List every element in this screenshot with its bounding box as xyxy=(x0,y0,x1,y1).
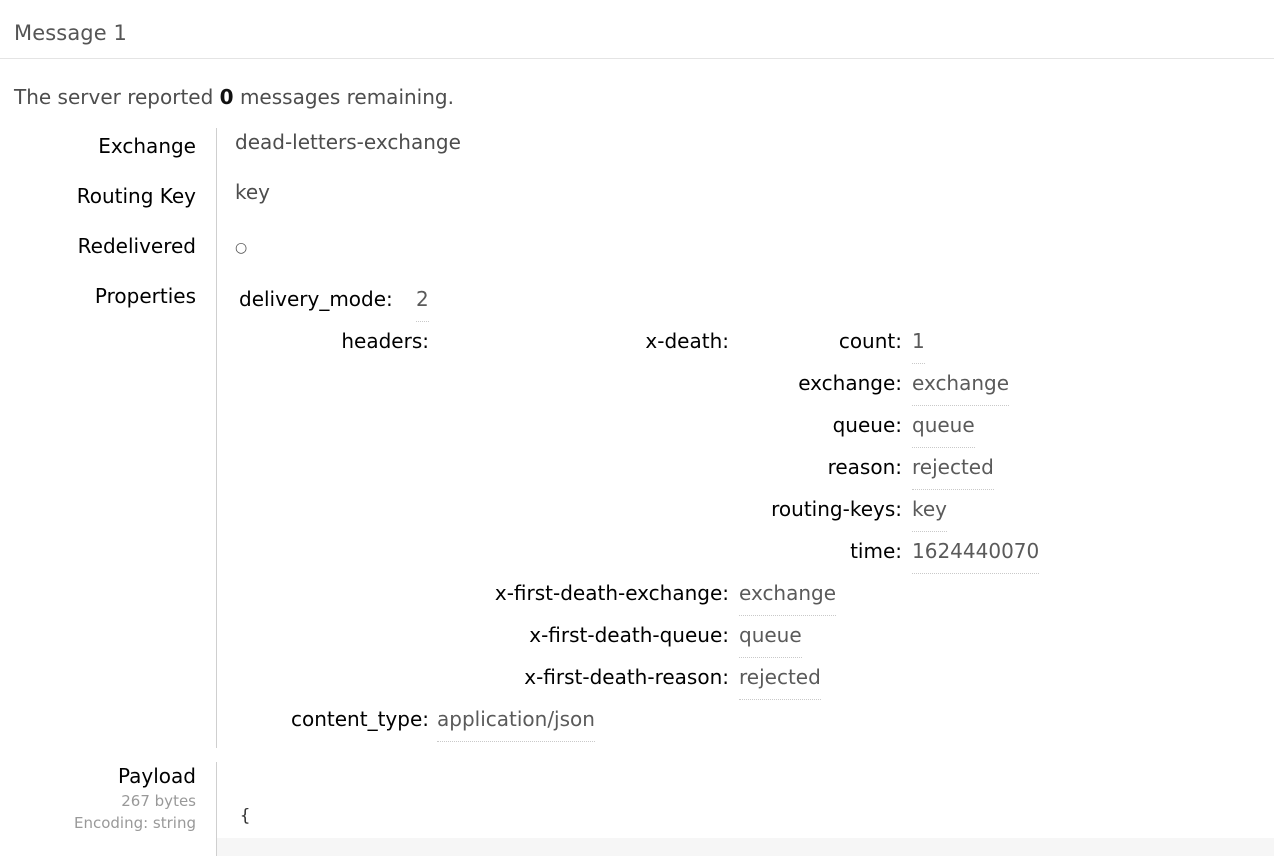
x-death-routing-keys-value: key xyxy=(912,488,948,532)
x-first-death-queue-value: queue xyxy=(739,614,802,658)
properties-value-cell: delivery_mode: 2 headers: x-death: count… xyxy=(217,278,1274,744)
circle-empty-icon: ○ xyxy=(235,240,248,256)
x-first-death-queue-key: x-first-death-queue: xyxy=(529,623,729,647)
property-content-type: content_type: application/json xyxy=(217,698,1274,742)
exchange-label: Exchange xyxy=(98,134,196,158)
x-first-death-reason-key: x-first-death-reason: xyxy=(524,665,729,689)
properties-grid: delivery_mode: 2 headers: x-death: count… xyxy=(217,278,1274,744)
table-row-properties: Properties delivery_mode: 2 headers: x-d… xyxy=(0,278,1274,748)
property-x-death-time: time: 1624440070 xyxy=(217,530,1274,574)
payload-label-column: Payload 267 bytes Encoding: string xyxy=(0,762,196,834)
table-row-exchange: Exchange dead-letters-exchange xyxy=(0,128,1274,178)
x-first-death-exchange-key: x-first-death-exchange: xyxy=(494,581,729,605)
row-divider xyxy=(196,278,217,748)
x-death-routing-keys-key: routing-keys: xyxy=(771,497,902,521)
delivery-mode-key: delivery_mode: xyxy=(239,287,393,311)
property-x-death-exchange: exchange: exchange xyxy=(217,362,1274,406)
property-x-first-death-queue: x-first-death-queue: queue xyxy=(217,614,1274,658)
status-prefix: The server reported xyxy=(14,85,220,109)
server-status-note: The server reported 0 messages remaining… xyxy=(14,84,454,110)
property-x-death-queue: queue: queue xyxy=(217,404,1274,448)
table-row-redelivered: Redelivered ○ xyxy=(0,228,1274,278)
x-death-exchange-value: exchange xyxy=(912,362,1010,406)
properties-label: Properties xyxy=(94,284,196,308)
x-death-exchange-key: exchange: xyxy=(798,371,902,395)
status-suffix: messages remaining. xyxy=(233,85,454,109)
table-row-payload: Payload 267 bytes Encoding: string { xyxy=(0,762,1274,856)
row-divider xyxy=(196,228,217,278)
x-death-reason-value: rejected xyxy=(912,446,994,490)
redelivered-label: Redelivered xyxy=(77,234,196,258)
payload-background xyxy=(217,838,1274,856)
message-properties-table: Exchange dead-letters-exchange Routing K… xyxy=(0,128,1274,748)
row-divider xyxy=(196,128,217,178)
redelivered-value-cell: ○ xyxy=(217,228,1274,259)
delivery-mode-value: 2 xyxy=(416,278,429,322)
exchange-value: dead-letters-exchange xyxy=(235,130,461,154)
x-first-death-exchange-value: exchange xyxy=(739,572,837,616)
x-death-queue-value: queue xyxy=(912,404,975,448)
x-death-reason-key: reason: xyxy=(827,455,902,479)
content-type-value: application/json xyxy=(437,698,595,742)
property-x-first-death-reason: x-first-death-reason: rejected xyxy=(217,656,1274,700)
property-headers-x-death-count: headers: x-death: count: 1 xyxy=(217,320,1274,364)
property-delivery-mode: delivery_mode: 2 xyxy=(217,278,1274,322)
property-x-death-routing-keys: routing-keys: key xyxy=(217,488,1274,532)
routing-key-value: key xyxy=(235,180,271,204)
payload-encoding: Encoding: string xyxy=(73,814,196,832)
page-title: Message 1 xyxy=(14,21,127,45)
payload-body: { xyxy=(217,762,1274,856)
table-row-routing-key: Routing Key key xyxy=(0,178,1274,228)
content-type-key: content_type: xyxy=(291,707,429,731)
property-x-first-death-exchange: x-first-death-exchange: exchange xyxy=(217,572,1274,616)
message-header: Message 1 xyxy=(0,0,1274,59)
headers-key: headers: xyxy=(341,329,429,353)
x-death-time-value: 1624440070 xyxy=(912,530,1040,574)
x-death-time-key: time: xyxy=(850,539,902,563)
payload-content[interactable]: { xyxy=(240,806,251,826)
routing-key-label: Routing Key xyxy=(76,184,196,208)
x-death-count-value: 1 xyxy=(912,320,925,364)
x-death-count-key: count: xyxy=(838,329,902,353)
x-death-queue-key: queue: xyxy=(832,413,902,437)
payload-label: Payload xyxy=(118,764,196,788)
property-x-death-reason: reason: rejected xyxy=(217,446,1274,490)
x-death-key: x-death: xyxy=(645,329,729,353)
row-divider xyxy=(196,178,217,228)
row-divider xyxy=(196,762,217,856)
x-first-death-reason-value: rejected xyxy=(739,656,821,700)
status-count: 0 xyxy=(219,85,234,109)
payload-size: 267 bytes xyxy=(121,792,196,810)
